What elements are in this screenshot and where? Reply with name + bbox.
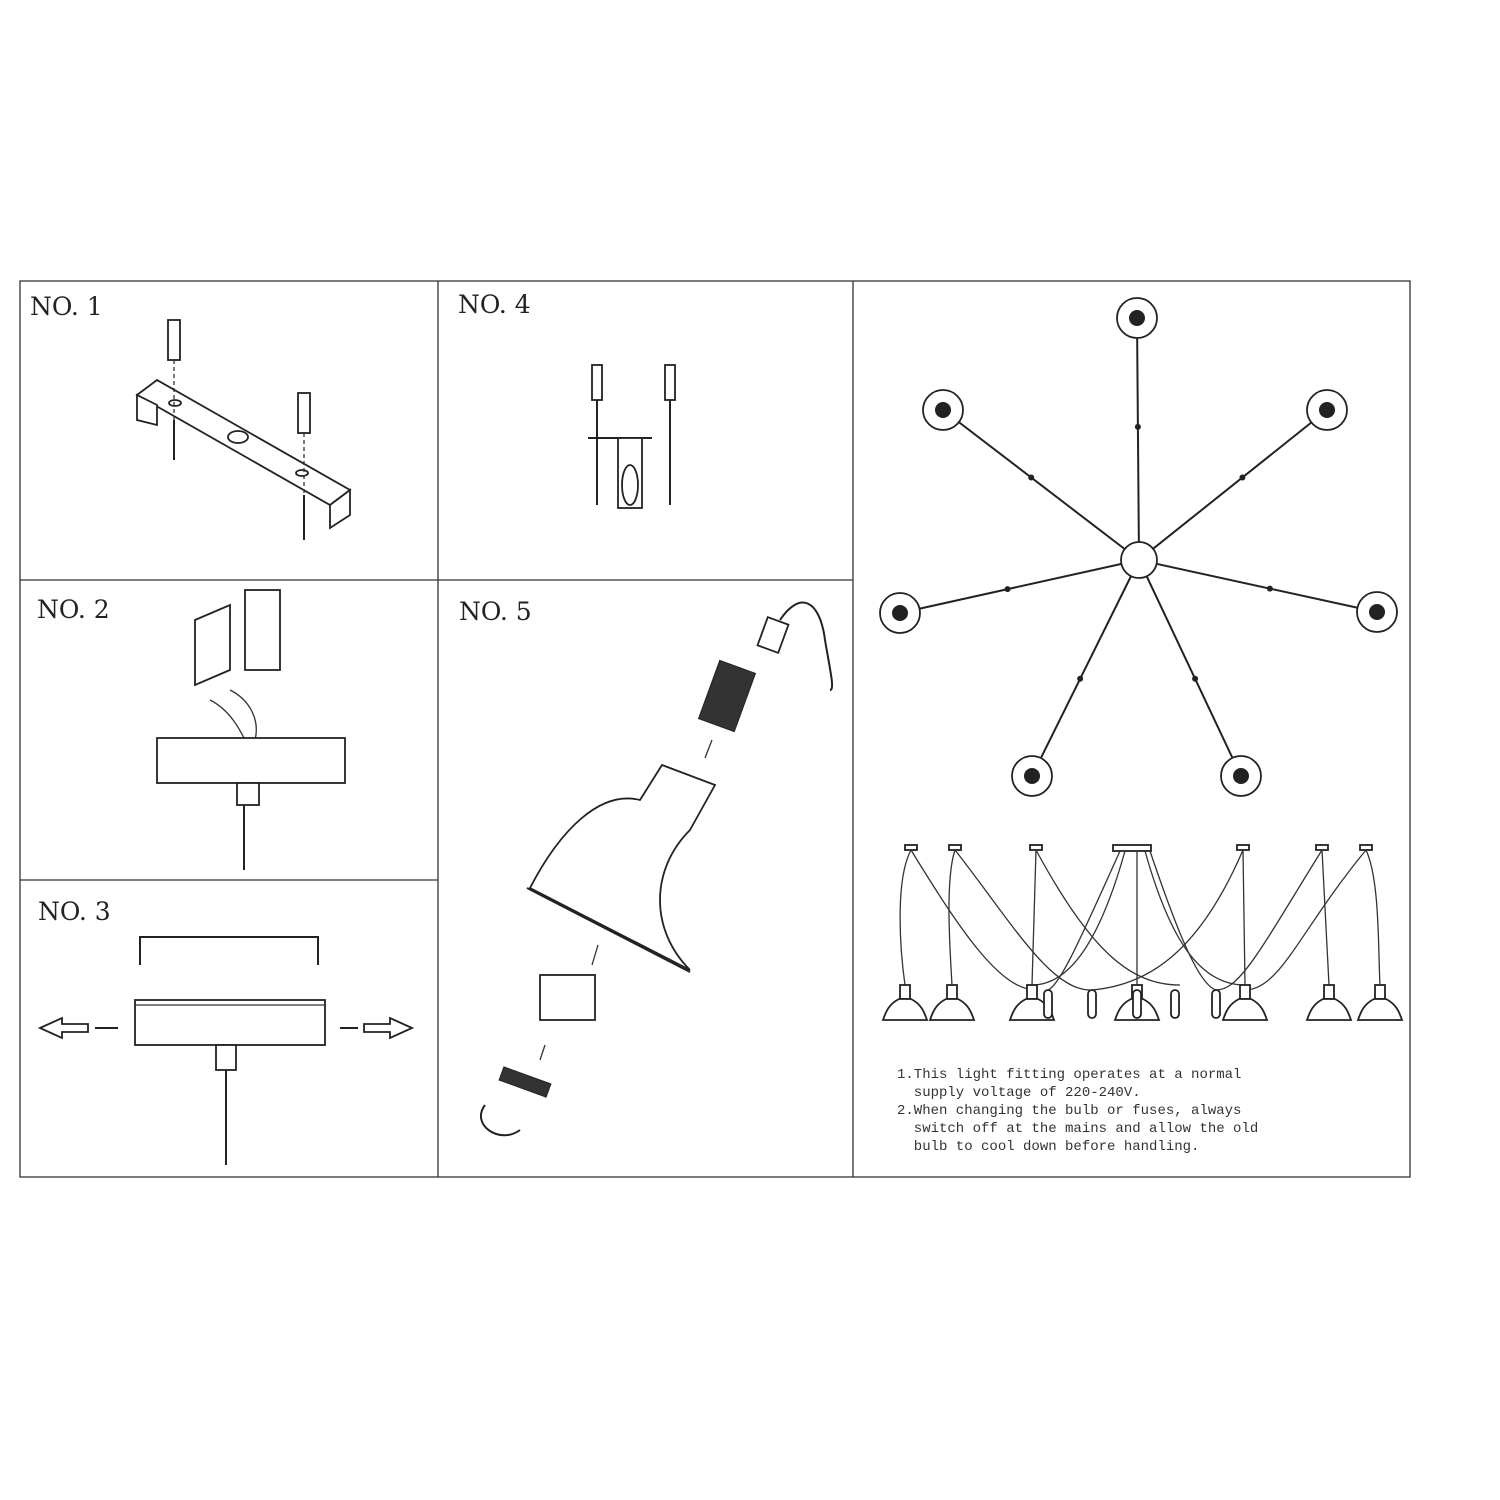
pendant-cable	[1244, 849, 1367, 991]
pendant-cable	[948, 849, 956, 986]
ceiling-hook	[1359, 844, 1373, 851]
safety-notes: 1.This light fitting operates at a norma…	[897, 1067, 1258, 1155]
pendant-cable	[899, 849, 912, 986]
note-line: switch off at the mains and allow the ol…	[897, 1121, 1258, 1137]
bulb	[1087, 989, 1097, 1019]
pendant-cable	[1242, 849, 1246, 986]
lamp-holder	[1374, 984, 1386, 1000]
pendant-shade	[1221, 998, 1269, 1021]
side-canopy	[1112, 844, 1152, 852]
rotate-arrow-right-icon	[363, 1016, 415, 1040]
bulb	[1170, 989, 1180, 1019]
ceiling-hook	[1315, 844, 1329, 851]
cable-line	[899, 559, 1140, 614]
pendant-cable	[1035, 849, 1181, 986]
ceiling-hook	[948, 844, 962, 851]
ceiling-hook-center	[1319, 402, 1335, 418]
rotate-arrow-left-icon	[37, 1016, 89, 1040]
chandelier-top-view	[879, 297, 1398, 797]
ceiling-hook	[904, 844, 918, 851]
pendant-cable	[954, 849, 1091, 991]
pendant-cable	[1149, 850, 1217, 991]
cable-clip	[1266, 585, 1273, 592]
pendant-shade	[1356, 998, 1404, 1021]
pendant-cable	[910, 849, 1037, 991]
wiring-connection-illustration	[156, 589, 346, 870]
cable-clip	[1192, 675, 1199, 682]
chandelier-side-view	[881, 844, 1404, 1021]
pendant-cable	[1365, 849, 1381, 986]
note-line: 2.When changing the bulb or fuses, alway…	[897, 1103, 1241, 1119]
cable-line	[1138, 559, 1242, 777]
lamp-holder	[899, 984, 911, 1000]
cable-line	[1031, 559, 1140, 777]
cable-clip	[1028, 474, 1035, 481]
ceiling-hook	[1236, 844, 1250, 851]
ceiling-hook-center	[935, 402, 951, 418]
pendant-cable	[1031, 849, 1037, 986]
ceiling-plate-screws-illustration	[588, 364, 676, 509]
panel-label-no3: NO. 3	[38, 897, 111, 926]
note-line: 1.This light fitting operates at a norma…	[897, 1067, 1241, 1083]
cable-clip	[1134, 423, 1141, 430]
lamp-holder	[1026, 984, 1038, 1000]
panel-label-no1: NO. 1	[30, 292, 103, 321]
pendant-cable	[1215, 849, 1323, 991]
ceiling-hook-center	[1024, 768, 1040, 784]
ceiling-hook-center	[1129, 310, 1145, 326]
cable-line	[1138, 559, 1378, 613]
bulb	[1211, 989, 1221, 1019]
cable-line	[1138, 409, 1328, 561]
cable-clip	[1239, 474, 1246, 481]
cable-line	[942, 409, 1140, 561]
note-line: supply voltage of 220-240V.	[897, 1085, 1141, 1101]
ceiling-hook-center	[892, 605, 908, 621]
panel-label-no2: NO. 2	[37, 595, 110, 624]
shade-assembly-illustration	[479, 601, 834, 1137]
ceiling-hook-center	[1233, 768, 1249, 784]
pendant-cable	[1047, 850, 1121, 991]
note-line: bulb to cool down before handling.	[897, 1139, 1199, 1155]
lamp-holder	[946, 984, 958, 1000]
panel-label-no5: NO. 5	[459, 597, 532, 626]
bulb	[1043, 989, 1053, 1019]
central-canopy	[1120, 541, 1158, 579]
cable-clip	[1077, 675, 1084, 682]
ceiling-hook-center	[1369, 604, 1385, 620]
pendant-cable	[1091, 849, 1244, 991]
mounting-bracket-illustration	[135, 319, 352, 540]
pendant-cable	[1031, 850, 1126, 986]
pendant-shade	[928, 998, 976, 1021]
lamp-holder	[1239, 984, 1251, 1000]
bulb	[1132, 989, 1142, 1019]
canopy-fixing-illustration	[37, 936, 415, 1165]
cable-clip	[1004, 586, 1011, 593]
pendant-shade	[881, 998, 929, 1021]
lamp-holder	[1323, 984, 1335, 1000]
panel-grid	[19, 280, 1411, 1178]
pendant-shade	[1305, 998, 1353, 1021]
rotate-arrow-icon	[479, 1104, 521, 1137]
ceiling-hook	[1029, 844, 1043, 851]
pendant-cable	[1321, 849, 1330, 986]
cable-line	[1136, 317, 1140, 561]
panel-label-no4: NO. 4	[458, 290, 531, 319]
